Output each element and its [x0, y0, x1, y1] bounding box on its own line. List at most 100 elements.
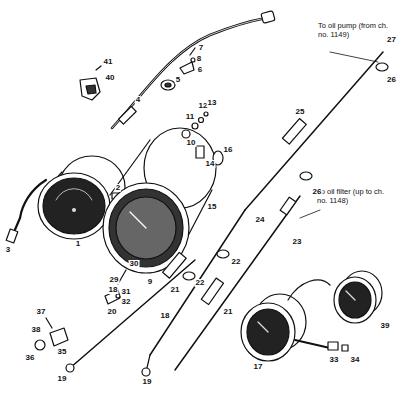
callout-number: 14 — [205, 160, 216, 168]
illustration-stroke — [300, 172, 312, 180]
callout-number: 31 — [121, 288, 132, 296]
illustration-stroke — [280, 197, 296, 215]
illustration-stroke — [190, 48, 195, 55]
callout-number: 9 — [147, 278, 153, 286]
callout-number: 30 — [129, 260, 140, 268]
illustration-stroke — [109, 189, 183, 267]
illustration-stroke — [330, 52, 378, 62]
callout-number: 36 — [25, 354, 36, 362]
illustration-stroke — [130, 212, 146, 228]
illustration-stroke — [182, 130, 190, 138]
illustration-stroke — [119, 107, 137, 125]
illustration-stroke — [80, 78, 100, 100]
callout-number: 33 — [329, 356, 340, 364]
callout-number: 5 — [175, 76, 181, 84]
illustration-stroke — [334, 277, 376, 323]
illustration-stroke — [163, 252, 187, 278]
illustration-stroke — [192, 123, 198, 129]
callout-number: 22 — [195, 279, 206, 287]
illustration-stroke — [46, 318, 52, 328]
illustration-stroke — [180, 62, 194, 74]
callout-number: 1 — [75, 240, 81, 248]
illustration-stroke — [72, 208, 76, 212]
illustration-stroke — [56, 189, 92, 200]
illustration-stroke — [191, 58, 195, 62]
callout-number: 32 — [121, 298, 132, 306]
illustration-stroke — [70, 260, 195, 368]
callout-number: 25 — [295, 108, 306, 116]
callout-number: 37 — [36, 308, 47, 316]
illustration-stroke — [288, 280, 330, 300]
illustration-stroke — [376, 63, 388, 71]
callout-number: 22 — [231, 258, 242, 266]
callout-number: 19 — [142, 378, 153, 386]
callout-number: 26 — [312, 188, 323, 196]
callout-number: 26 — [386, 76, 397, 84]
illustration-stroke — [66, 364, 74, 372]
callout-number: 11 — [185, 113, 195, 121]
callout-number: 10 — [186, 139, 197, 147]
callout-number: 16 — [223, 146, 234, 154]
illustration-stroke — [300, 210, 320, 218]
illustration-stroke — [258, 322, 268, 332]
illustration-stroke — [112, 18, 266, 128]
illustration-stroke — [116, 197, 176, 259]
illustration-stroke — [183, 272, 195, 280]
callout-number: 17 — [253, 363, 264, 371]
callout-number: 20 — [107, 308, 118, 316]
callout-number: 18 — [108, 286, 119, 294]
illustration-stroke — [38, 173, 110, 239]
illustration-stroke — [161, 80, 175, 90]
illustration-stroke — [217, 250, 229, 258]
callout-number: 7 — [198, 44, 204, 52]
callout-number: 24 — [255, 216, 266, 224]
illustration-stroke — [241, 303, 295, 361]
callout-number: 40 — [105, 74, 116, 82]
illustration-stroke — [65, 370, 175, 372]
callout-number: 21 — [170, 286, 181, 294]
illustration-stroke — [142, 368, 150, 376]
illustration-stroke — [6, 229, 18, 243]
note-text: To oil filter (up to ch. no. 1148) — [316, 188, 396, 205]
illustration-stroke — [245, 52, 383, 210]
callout-number: 41 — [103, 58, 114, 66]
illustration-stroke — [261, 11, 275, 24]
callout-number: 4 — [135, 96, 141, 104]
illustration-stroke — [295, 340, 330, 348]
callout-number: 2 — [115, 184, 121, 192]
illustration-stroke — [328, 342, 338, 350]
illustration-stroke — [199, 118, 204, 123]
callout-number: 8 — [196, 55, 202, 63]
callout-number: 38 — [31, 326, 42, 334]
callout-number: 6 — [197, 66, 203, 74]
callout-number: 29 — [109, 276, 120, 284]
illustration-stroke — [116, 294, 120, 298]
callout-number: 13 — [207, 99, 218, 107]
illustration-stroke — [50, 328, 68, 346]
callout-number: 15 — [207, 203, 218, 211]
illustration-stroke — [247, 309, 289, 355]
callout-number: 18 — [160, 312, 171, 320]
illustration-stroke — [150, 210, 245, 355]
illustration-stroke — [86, 85, 96, 94]
callout-number: 21 — [223, 308, 234, 316]
illustration-stroke — [96, 66, 101, 70]
callout-number: 34 — [350, 356, 361, 364]
illustration-stroke — [282, 119, 306, 145]
illustration-stroke — [112, 18, 266, 128]
illustration-stroke — [339, 282, 371, 318]
callout-number: 3 — [5, 246, 11, 254]
callout-number: 23 — [292, 238, 303, 246]
illustration-stroke — [346, 291, 355, 300]
illustration-stroke — [43, 178, 105, 234]
callout-number: 19 — [57, 375, 68, 383]
callout-number: 39 — [380, 322, 391, 330]
illustration-stroke — [204, 112, 208, 116]
note-text: To oil pump (from ch. no. 1149) — [317, 22, 397, 39]
illustration-stroke — [35, 340, 45, 350]
illustration-stroke — [165, 83, 171, 87]
callout-number: 27 — [386, 36, 397, 44]
illustration-stroke — [175, 196, 300, 370]
illustration-stroke — [342, 345, 348, 351]
